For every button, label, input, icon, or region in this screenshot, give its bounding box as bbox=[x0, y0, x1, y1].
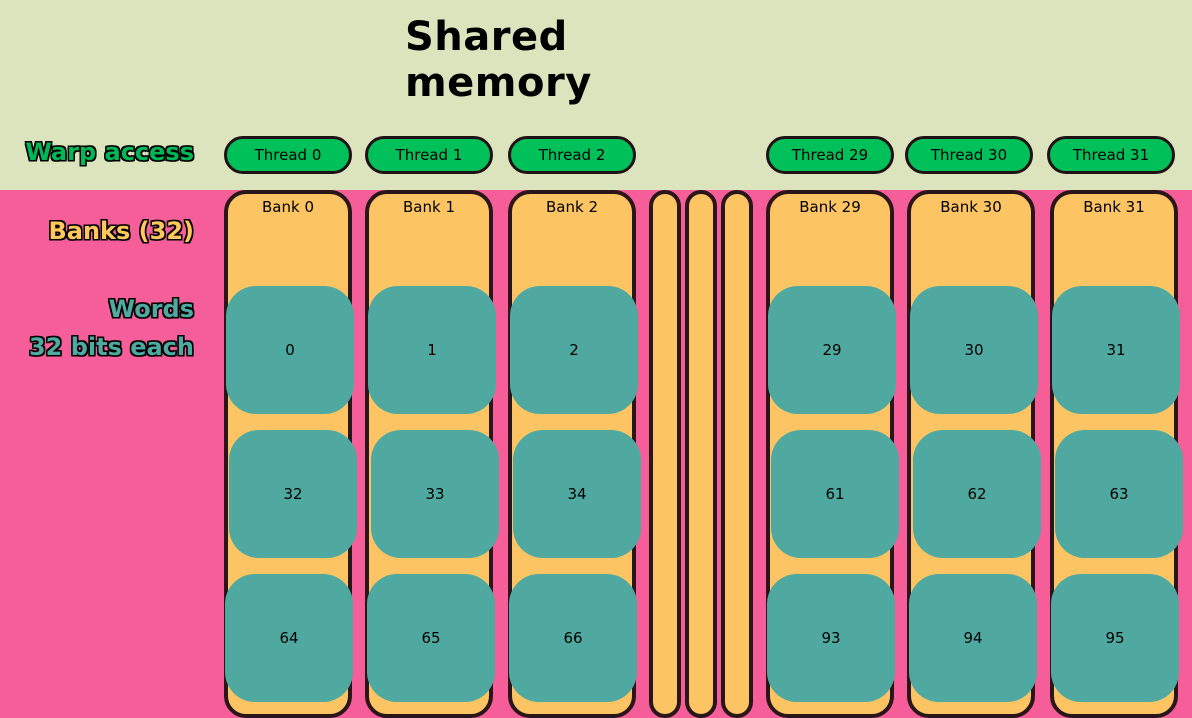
words-label: Words 32 bits each bbox=[10, 290, 194, 366]
bank-label: Bank 29 bbox=[799, 198, 861, 216]
banks-label: Banks (32) bbox=[48, 217, 194, 245]
words-label-line1: Words bbox=[108, 295, 194, 323]
word-cell: 63 bbox=[1055, 430, 1183, 558]
elided-bank-column bbox=[685, 190, 717, 718]
bank-label: Bank 2 bbox=[546, 198, 598, 216]
thread-pill: Thread 31 bbox=[1047, 136, 1175, 174]
word-cell: 1 bbox=[368, 286, 496, 414]
words-label-line2: 32 bits each bbox=[28, 333, 194, 361]
word-cell: 94 bbox=[909, 574, 1037, 702]
elided-bank-column bbox=[649, 190, 681, 718]
diagram-title: Shared memory bbox=[405, 14, 592, 106]
thread-pill: Thread 30 bbox=[905, 136, 1033, 174]
word-cell: 61 bbox=[771, 430, 899, 558]
thread-pill: Thread 1 bbox=[365, 136, 493, 174]
word-cell: 29 bbox=[768, 286, 896, 414]
word-cell: 32 bbox=[229, 430, 357, 558]
bank-label: Bank 0 bbox=[262, 198, 314, 216]
word-cell: 30 bbox=[910, 286, 1038, 414]
bank-label: Bank 31 bbox=[1083, 198, 1145, 216]
word-cell: 62 bbox=[913, 430, 1041, 558]
word-cell: 93 bbox=[767, 574, 895, 702]
word-cell: 65 bbox=[367, 574, 495, 702]
bank-label: Bank 1 bbox=[403, 198, 455, 216]
word-cell: 0 bbox=[226, 286, 354, 414]
word-cell: 34 bbox=[513, 430, 641, 558]
word-cell: 2 bbox=[510, 286, 638, 414]
word-cell: 31 bbox=[1052, 286, 1180, 414]
bank-label: Bank 30 bbox=[940, 198, 1002, 216]
elided-bank-column bbox=[721, 190, 753, 718]
word-cell: 33 bbox=[371, 430, 499, 558]
word-cell: 66 bbox=[509, 574, 637, 702]
word-cell: 95 bbox=[1051, 574, 1179, 702]
warp-access-label: Warp access bbox=[25, 138, 194, 166]
thread-pill: Thread 29 bbox=[766, 136, 894, 174]
thread-pill: Thread 0 bbox=[224, 136, 352, 174]
thread-pill: Thread 2 bbox=[508, 136, 636, 174]
word-cell: 64 bbox=[225, 574, 353, 702]
